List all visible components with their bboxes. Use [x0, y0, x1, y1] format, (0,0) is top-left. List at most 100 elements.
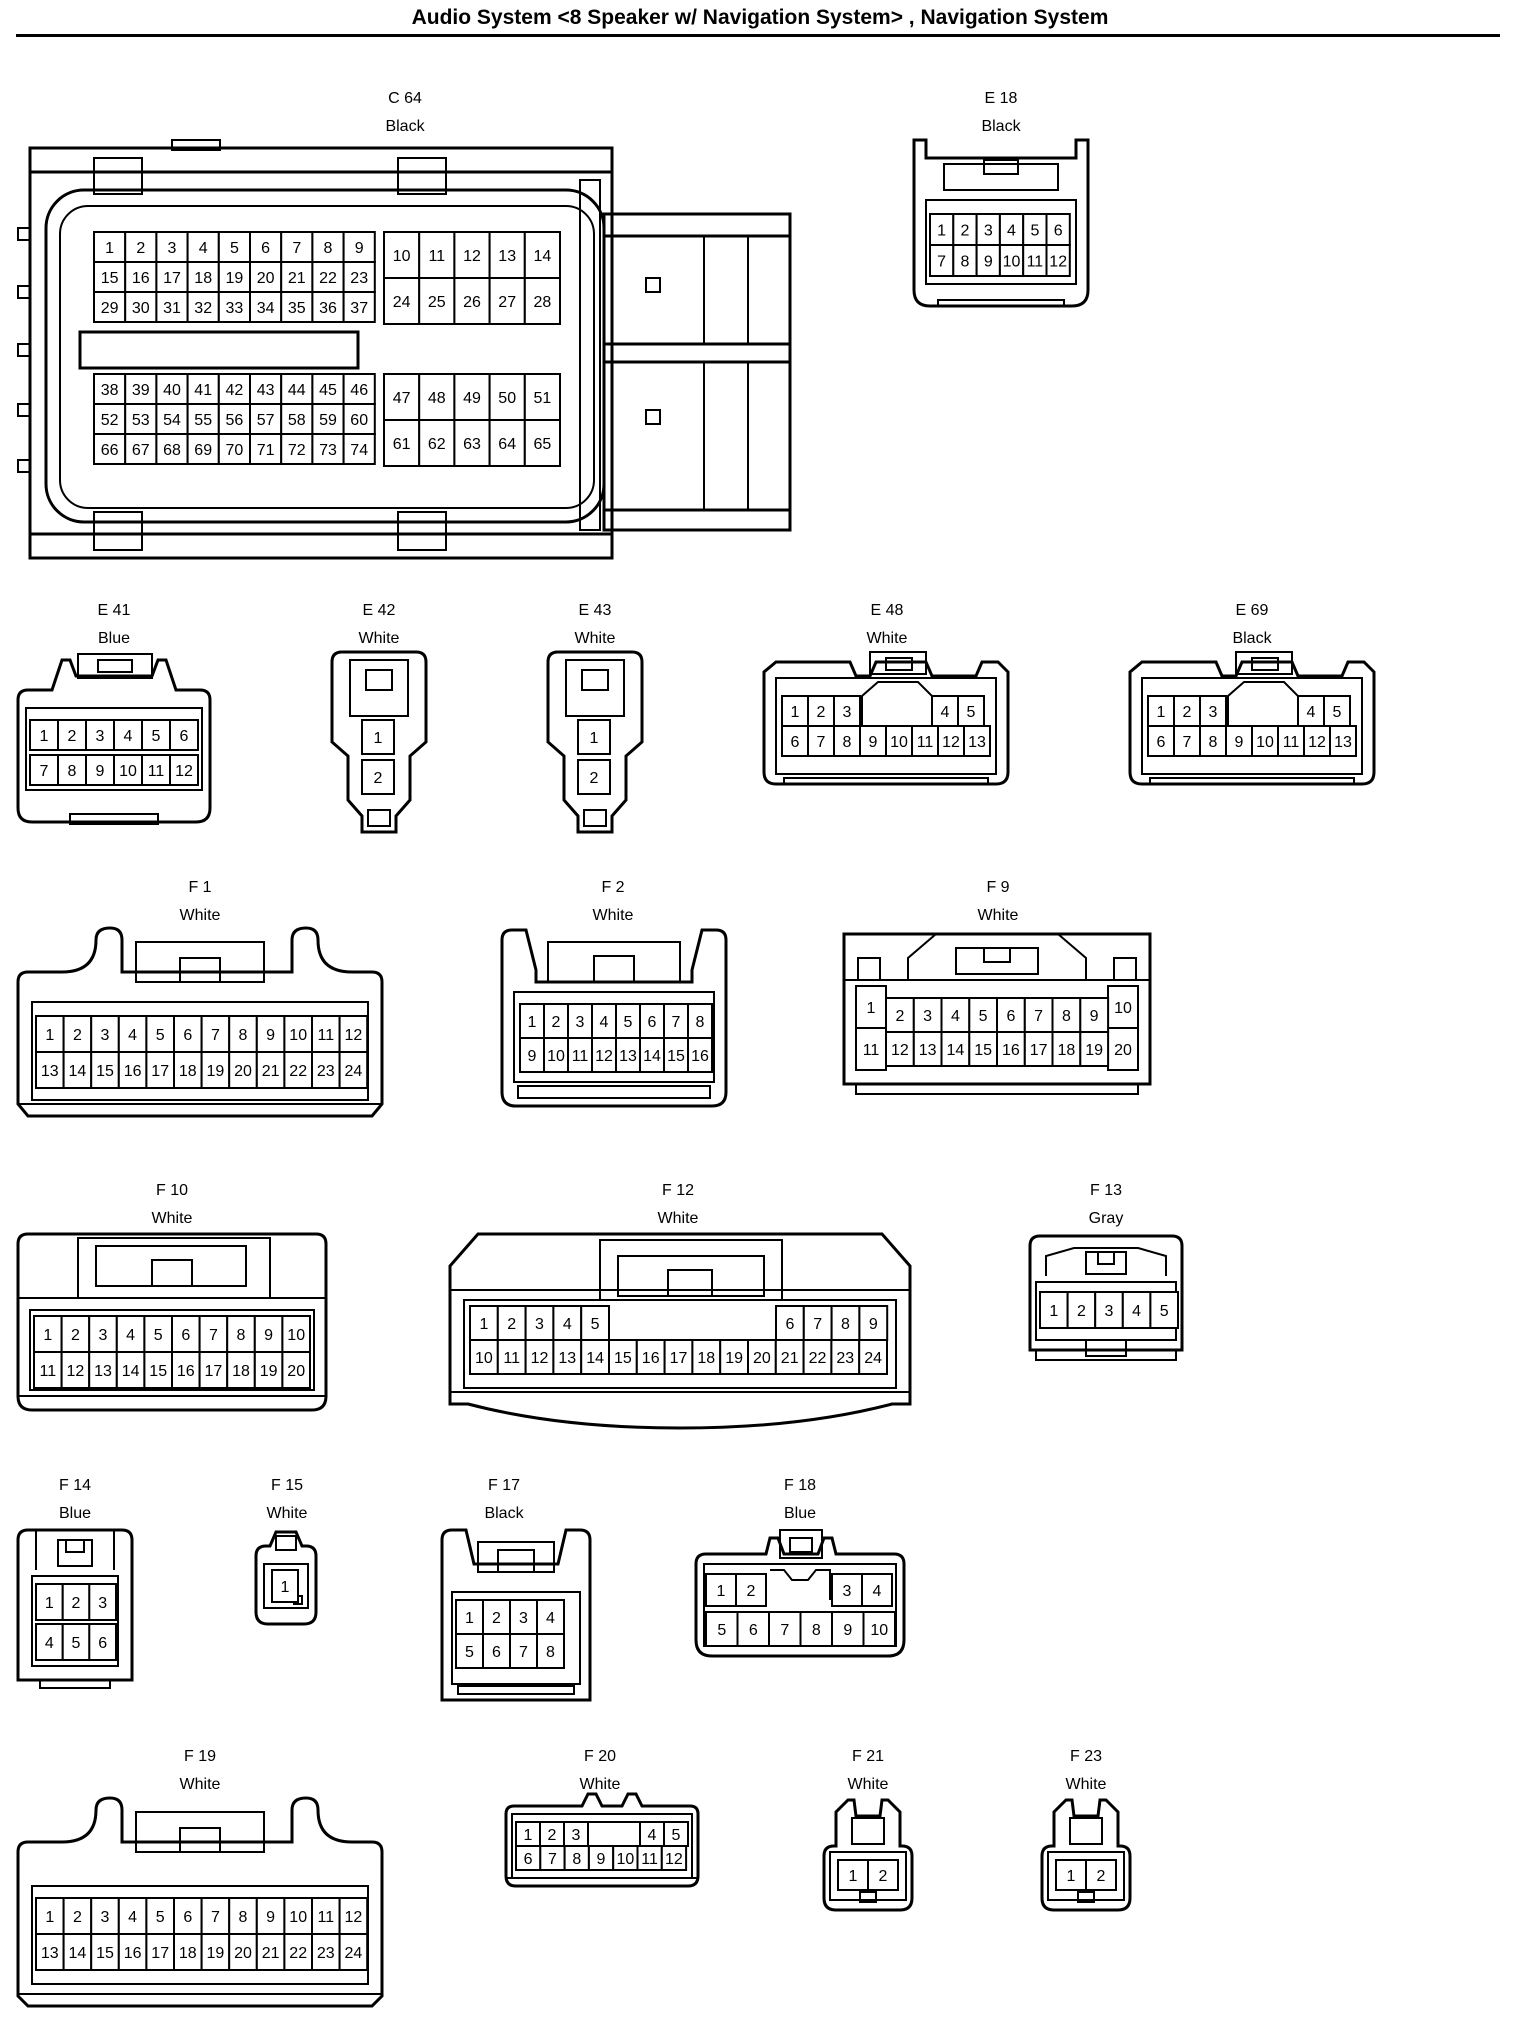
pin-cavity	[833, 725, 861, 757]
pin-number: 18	[179, 1063, 197, 1080]
pin-number: 19	[207, 1063, 225, 1080]
pin-cavity	[280, 291, 314, 323]
pin-number: 9	[869, 734, 878, 751]
connector-id: F 1	[188, 879, 211, 896]
pin-cavity	[858, 1339, 889, 1375]
pin-cavity	[155, 433, 189, 465]
pin-cavity	[113, 719, 143, 751]
pin-number: 16	[177, 1363, 195, 1380]
pin-number: 9	[355, 240, 364, 257]
pin-number: 18	[232, 1363, 250, 1380]
connector-id: F 21	[852, 1748, 884, 1765]
pin-number: 16	[132, 270, 150, 287]
pin-number: 15	[96, 1945, 114, 1962]
pin-number: 1	[867, 1000, 876, 1017]
connector-housing	[16, 926, 384, 1118]
connector-color: White	[359, 630, 400, 647]
pin-number: 21	[262, 1945, 280, 1962]
pin-cavity	[639, 1821, 665, 1847]
pin-grid: 12	[577, 719, 611, 795]
pin-number: 12	[891, 1042, 909, 1059]
pin-number: 14	[643, 1048, 661, 1065]
pin-number: 18	[179, 1945, 197, 1962]
pin-number: 11	[148, 763, 165, 780]
pin-number: 2	[817, 704, 826, 721]
connector-color: White	[180, 1776, 221, 1793]
pin-cavity	[418, 231, 456, 279]
pin-cavity	[124, 433, 158, 465]
pin-number: 7	[817, 734, 826, 751]
pin-number: 2	[136, 240, 145, 257]
pin-number: 66	[101, 442, 119, 459]
connector-housing	[822, 1798, 914, 1912]
connector-color: White	[152, 1210, 193, 1227]
pin-cavity	[482, 1633, 511, 1669]
pin-cavity	[577, 719, 611, 755]
pin-number: 35	[288, 300, 306, 317]
pin-cavity	[283, 1933, 313, 1971]
pin-cavity	[453, 419, 491, 467]
pin-number: 4	[124, 728, 133, 745]
pin-cavity	[35, 1051, 65, 1089]
pin-number: 15	[96, 1063, 114, 1080]
pin-number: 12	[595, 1048, 613, 1065]
pin-cavity	[768, 1611, 802, 1647]
pin-number: 2	[507, 1316, 516, 1333]
pin-cavity	[88, 1623, 118, 1661]
pin-number: 20	[234, 1063, 252, 1080]
connector-id: E 42	[363, 602, 396, 619]
pin-number: 2	[1077, 1303, 1086, 1320]
connector-id: F 13	[1090, 1182, 1122, 1199]
pin-number: 20	[753, 1350, 771, 1367]
pin-number: 19	[1085, 1042, 1103, 1059]
pin-cavity	[33, 1351, 63, 1389]
pin-cavity	[115, 1351, 146, 1389]
pin-number: 8	[324, 240, 333, 257]
pin-cavity	[171, 1315, 201, 1353]
pin-cavity	[940, 1031, 971, 1067]
pin-number: 1	[40, 728, 49, 745]
pin-cavity	[911, 725, 939, 757]
pin-number: 9	[843, 1622, 852, 1639]
pin-number: 4	[45, 1635, 54, 1652]
pin-number: 3	[98, 1595, 107, 1612]
connector-id: F 20	[584, 1748, 616, 1765]
pin-cavity	[515, 1845, 542, 1871]
pin-number: 58	[288, 412, 306, 429]
pin-cavity	[1107, 1027, 1139, 1071]
pin-number: 13	[619, 1048, 637, 1065]
pin-cavity	[61, 1623, 91, 1661]
pin-number: 5	[717, 1622, 726, 1639]
pin-number: 17	[1030, 1042, 1048, 1059]
pin-cavity	[280, 433, 314, 465]
connector-housing	[912, 138, 1090, 308]
pin-number: 1	[45, 1027, 54, 1044]
connector-id: F 19	[184, 1748, 216, 1765]
pin-number: 10	[1003, 254, 1021, 271]
pin-cavity	[342, 373, 376, 405]
pin-cavity	[1079, 997, 1110, 1033]
pin-number: 5	[230, 240, 239, 257]
pin-number: 16	[1002, 1042, 1020, 1059]
pin-number: 9	[869, 1316, 878, 1333]
pin-cavity	[342, 403, 376, 435]
connector-color: Black	[1232, 630, 1272, 647]
pin-number: 10	[547, 1048, 565, 1065]
pin-number: 13	[1334, 734, 1352, 751]
pin-cavity	[342, 291, 376, 323]
pin-cavity	[775, 1305, 805, 1341]
pin-number: 3	[843, 1583, 852, 1600]
connector-color: White	[867, 630, 908, 647]
pin-number: 6	[648, 1014, 657, 1031]
pin-cavity	[1121, 1291, 1152, 1329]
pin-cavity	[963, 725, 991, 757]
pin-cavity	[1199, 725, 1227, 757]
pin-number: 7	[672, 1014, 681, 1031]
